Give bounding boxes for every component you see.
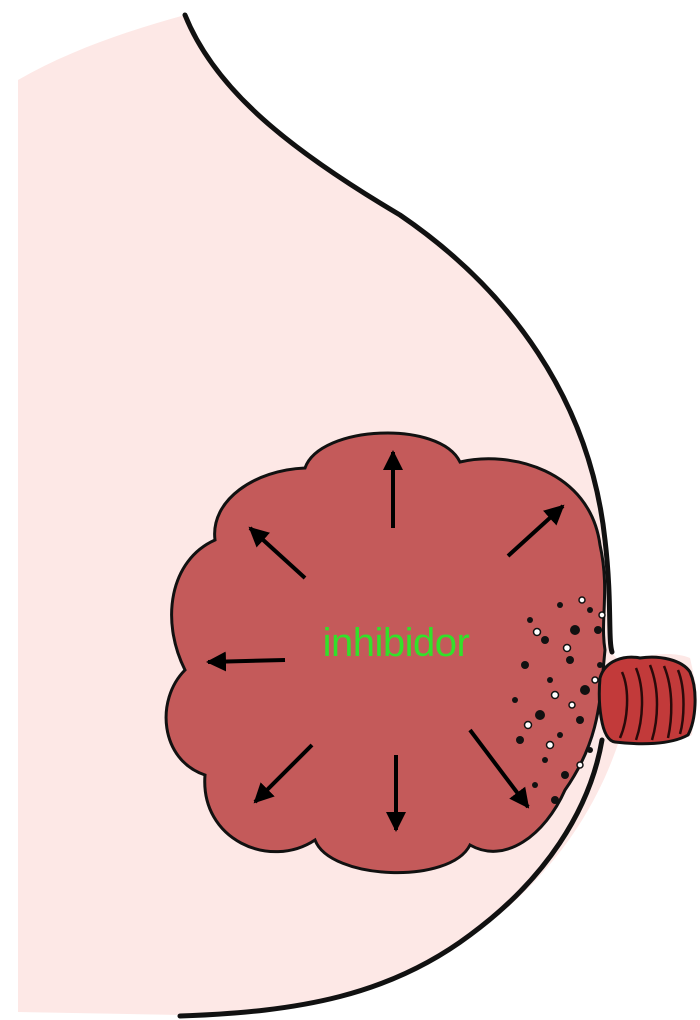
inhibitor-label: inhibidor [323,621,470,665]
arrow-left [208,660,285,662]
